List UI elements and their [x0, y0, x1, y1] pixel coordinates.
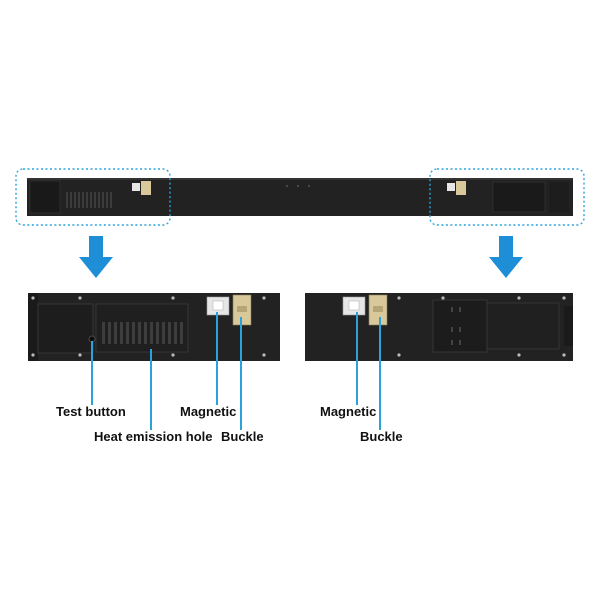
label-buckle-right: Buckle — [360, 429, 403, 444]
heat-emission-holes — [102, 322, 183, 344]
arrow-down-left-icon — [79, 236, 113, 278]
label-magnetic-right: Magnetic — [320, 404, 377, 419]
arrow-down-right-icon — [489, 236, 523, 278]
right-end-callout — [429, 168, 585, 226]
label-heat-emission-hole: Heat emission hole — [94, 429, 213, 444]
label-buckle-left: Buckle — [221, 429, 264, 444]
label-test-button: Test button — [56, 404, 126, 419]
full-bar — [27, 178, 573, 216]
left-end-callout — [15, 168, 171, 226]
label-magnetic-left: Magnetic — [180, 404, 237, 419]
left-detail-panel — [28, 293, 280, 361]
right-detail-panel — [305, 293, 573, 361]
leader-lines — [91, 312, 381, 430]
